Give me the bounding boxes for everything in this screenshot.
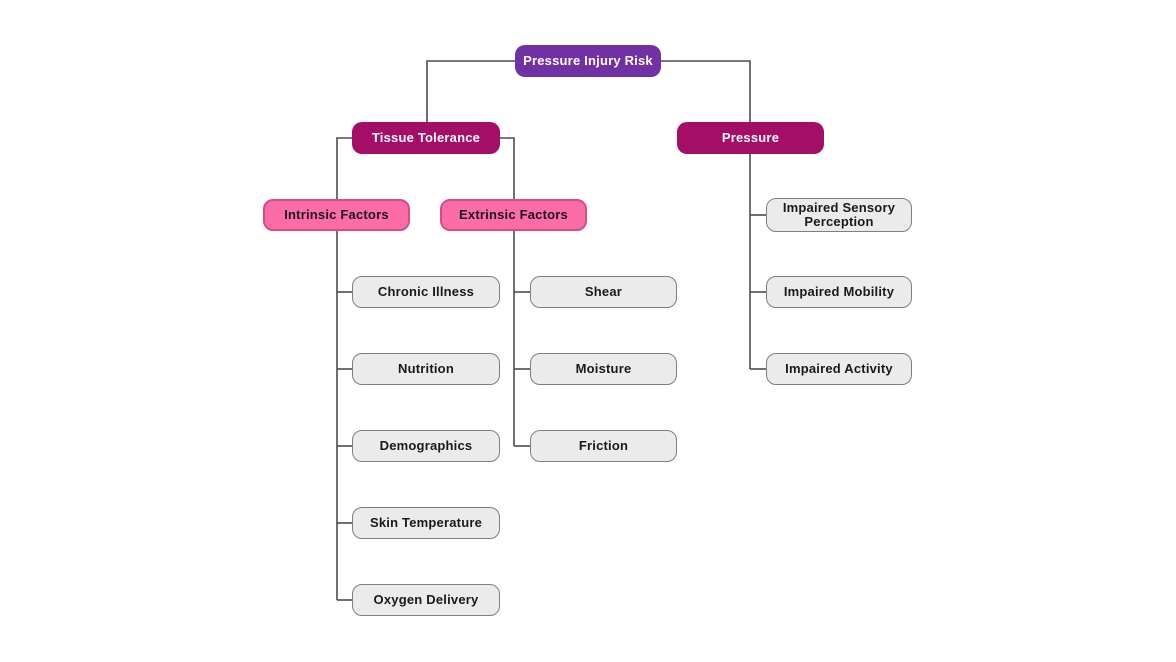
node-intrinsic-factors: Intrinsic Factors: [263, 199, 410, 231]
node-nutrition: Nutrition: [352, 353, 500, 385]
node-chronic-illness: Chronic Illness: [352, 276, 500, 308]
node-impaired-activity: Impaired Activity: [766, 353, 912, 385]
node-oxygen-delivery: Oxygen Delivery: [352, 584, 500, 616]
node-tissue-tolerance: Tissue Tolerance: [352, 122, 500, 154]
node-pressure: Pressure: [677, 122, 824, 154]
node-friction: Friction: [530, 430, 677, 462]
node-impaired-mobility: Impaired Mobility: [766, 276, 912, 308]
node-pressure-injury-risk: Pressure Injury Risk: [515, 45, 661, 77]
connector-root-tissue-tolerance: [426, 60, 515, 122]
node-skin-temperature: Skin Temperature: [352, 507, 500, 539]
connector-root-pressure: [661, 60, 751, 122]
node-impaired-sensory-perception: Impaired Sensory Perception: [766, 198, 912, 232]
node-extrinsic-factors: Extrinsic Factors: [440, 199, 587, 231]
node-demographics: Demographics: [352, 430, 500, 462]
node-shear: Shear: [530, 276, 677, 308]
node-moisture: Moisture: [530, 353, 677, 385]
connector-tissue-extrinsic-spine: [500, 137, 515, 446]
